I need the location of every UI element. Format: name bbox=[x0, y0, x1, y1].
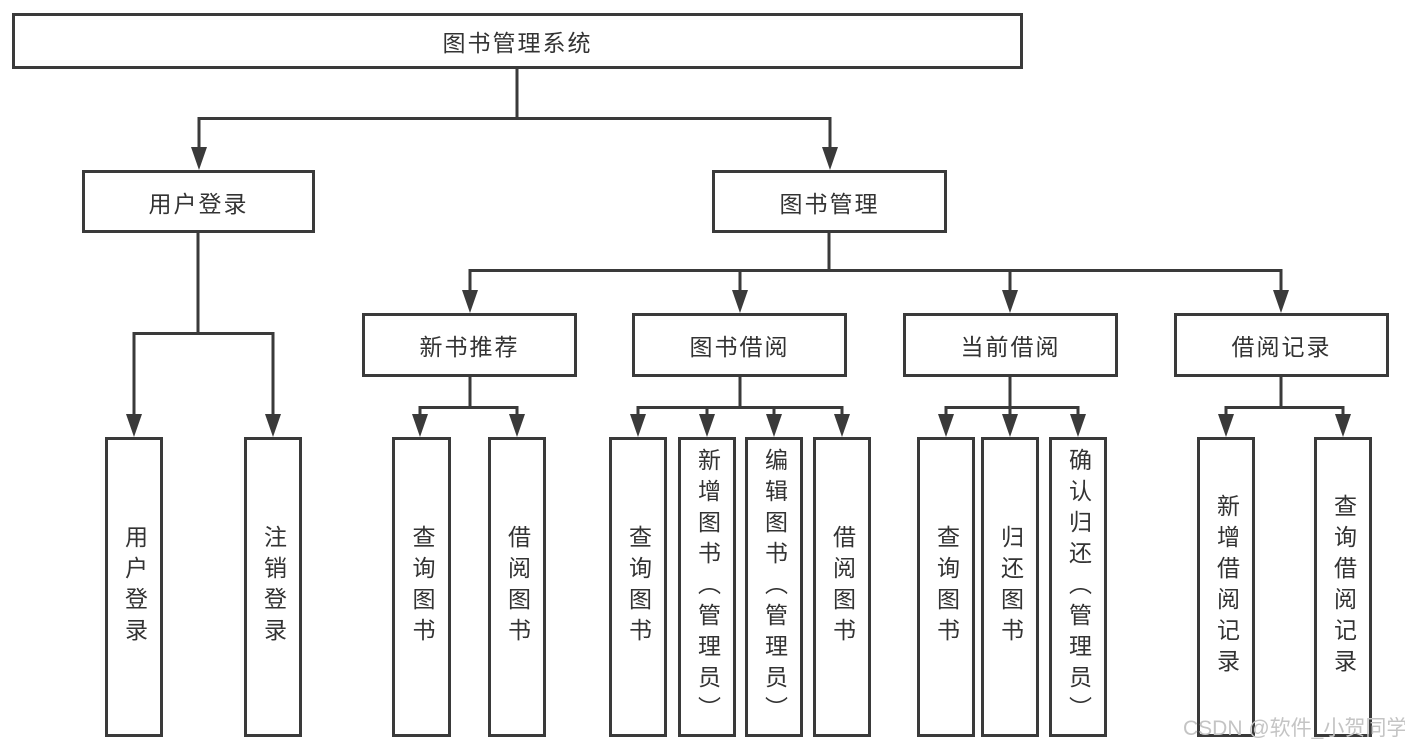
connector-new-book-recommend bbox=[412, 377, 525, 437]
connector-current-borrow bbox=[938, 377, 1086, 437]
connector-book-management bbox=[462, 233, 1289, 313]
leaf-add-books-admin: 新增图书（管理员） bbox=[678, 437, 736, 737]
node-book-management: 图书管理 bbox=[712, 170, 947, 233]
node-label: 查询图书 bbox=[409, 525, 435, 649]
connector-root bbox=[191, 68, 838, 170]
node-current-borrow: 当前借阅 bbox=[903, 313, 1118, 377]
node-borrow-records: 借阅记录 bbox=[1174, 313, 1389, 377]
node-label: 用户登录 bbox=[121, 525, 148, 649]
leaf-edit-books-admin: 编辑图书（管理员） bbox=[745, 437, 803, 737]
node-label: 新书推荐 bbox=[419, 334, 520, 360]
node-label: 新增借阅记录 bbox=[1213, 494, 1240, 680]
leaf-logout: 注销登录 bbox=[244, 437, 302, 737]
csdn-watermark: CSDN @软件_小贺同学 bbox=[1183, 717, 1405, 740]
connector-book-borrow bbox=[630, 377, 850, 437]
node-label: 归还图书 bbox=[997, 525, 1024, 649]
node-label: 新增图书（管理员） bbox=[694, 447, 721, 727]
leaf-query-books-recommend: 查询图书 bbox=[392, 437, 451, 737]
node-label: 图书管理系统 bbox=[442, 30, 593, 56]
node-label: 查询图书 bbox=[625, 525, 652, 649]
node-label: 用户登录 bbox=[148, 190, 249, 217]
node-label: 确认归还（管理员） bbox=[1065, 447, 1092, 727]
node-label: 借阅图书 bbox=[829, 525, 856, 649]
node-label: 查询借阅记录 bbox=[1330, 494, 1357, 680]
node-label: 图书借阅 bbox=[689, 334, 790, 360]
leaf-borrow-books: 借阅图书 bbox=[813, 437, 871, 737]
leaf-query-borrow-record: 查询借阅记录 bbox=[1314, 437, 1372, 737]
node-book-borrow: 图书借阅 bbox=[632, 313, 847, 377]
node-library-management-system: 图书管理系统 bbox=[12, 13, 1023, 69]
leaf-confirm-return-admin: 确认归还（管理员） bbox=[1049, 437, 1107, 737]
leaf-add-borrow-record: 新增借阅记录 bbox=[1197, 437, 1255, 737]
connector-borrow-records bbox=[1218, 377, 1351, 437]
leaf-user-login: 用户登录 bbox=[105, 437, 163, 737]
node-label: 当前借阅 bbox=[960, 334, 1061, 360]
node-label: 查询图书 bbox=[933, 525, 960, 649]
node-label: 借阅记录 bbox=[1231, 334, 1332, 360]
node-label: 注销登录 bbox=[260, 525, 287, 649]
node-new-book-recommend: 新书推荐 bbox=[362, 313, 577, 377]
node-label: 编辑图书（管理员） bbox=[761, 447, 788, 727]
leaf-borrow-books-recommend: 借阅图书 bbox=[488, 437, 546, 737]
connector-user-login bbox=[126, 233, 281, 437]
node-label: 借阅图书 bbox=[504, 525, 531, 649]
leaf-query-books-borrow: 查询图书 bbox=[609, 437, 667, 737]
leaf-query-books-current: 查询图书 bbox=[917, 437, 975, 737]
node-label: 图书管理 bbox=[779, 190, 880, 217]
node-user-login: 用户登录 bbox=[82, 170, 315, 233]
leaf-return-books: 归还图书 bbox=[981, 437, 1039, 737]
